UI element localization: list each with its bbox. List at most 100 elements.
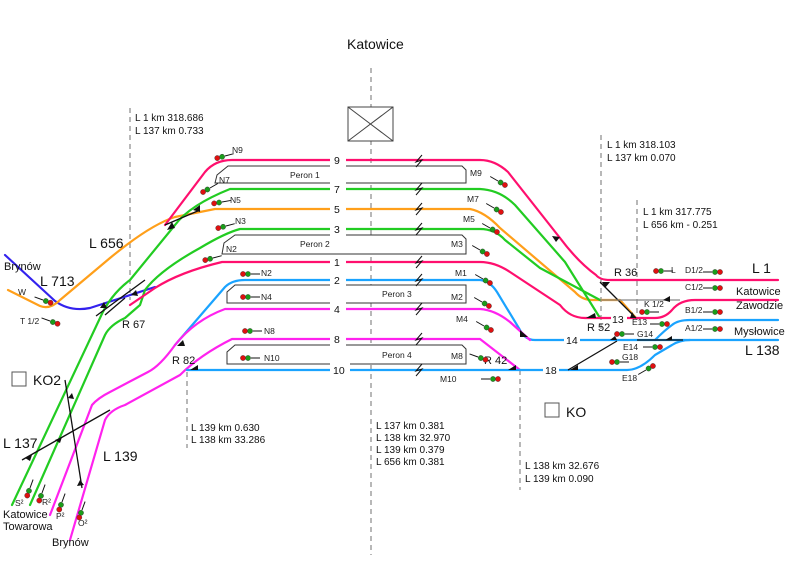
station-title: Katowice [347,36,404,52]
signal-label: N9 [232,145,243,155]
track-1 [128,260,780,320]
place-katowice-zawodzie: Katowice [736,286,781,298]
signal-label: N2 [261,268,272,278]
signal-label: N4 [261,292,272,302]
km-text: L 139 km 0.090 [525,474,594,485]
track-number-9: 9 [334,155,340,167]
signal-label: M4 [456,314,468,324]
platform-1-label: Peron 1 [290,170,320,180]
signal-label: P² [56,511,65,521]
km-text: L 656 km 0.381 [376,457,445,468]
ko2-box-icon [11,371,27,387]
signal-label: K 1/2 [644,299,664,309]
track-number-2: 2 [334,275,340,287]
signal-icon [472,294,493,311]
line-labels: L 656 L 713 L 1 L 138 L 137 L 139 Brynów… [3,235,785,549]
platform-3-label: Peron 3 [382,289,412,299]
line-label-l713: L 713 [40,273,75,289]
signal-icon [239,270,261,278]
km-text: L 1 km 317.775 [643,207,712,218]
platform-4 [226,344,467,365]
signal-label: M3 [451,239,463,249]
signal-label: M1 [455,268,467,278]
signal-label: N10 [264,353,280,363]
platform-4-label: Peron 4 [382,350,412,360]
track-number-13: 13 [612,314,624,326]
signal-icon [488,173,509,190]
track-4 [48,307,532,517]
switch-post-r52: R 52 [587,322,610,334]
track-number-14: 14 [566,335,578,347]
signal-icon [649,320,671,328]
km-text: L 1 km 318.686 [135,113,204,124]
switch-post-r36: R 36 [614,267,637,279]
signal-icon [702,325,724,333]
signal-icon [480,375,502,383]
signal-label: N3 [235,216,246,226]
crossovers [21,209,683,489]
track-5 [6,207,638,320]
km-text: L 139 km 0.379 [376,445,445,456]
signal-label: O² [78,518,88,528]
signal-icon [702,268,724,276]
platform-2-label: Peron 2 [300,239,330,249]
signal-label: M9 [470,168,482,178]
km-text: L 137 km 0.733 [135,126,204,137]
signal-label: L [671,265,676,275]
signal-label: N7 [219,175,230,185]
signal-label: T 1/2 [20,316,39,326]
platform-2 [221,234,467,255]
signal-label: E13 [632,317,647,327]
track-8 [68,337,522,542]
km-text: L 656 km - 0.251 [643,220,718,231]
catenary-section-icons [414,154,424,377]
signal-label: E18 [622,373,637,383]
switch-post-r67: R 67 [122,319,145,331]
box-label-ko: KO [566,404,586,420]
signal-icon [40,314,62,328]
km-text: L 138 km 33.286 [191,435,266,446]
track-7 [10,187,602,507]
signal-label: G14 [637,329,653,339]
signal-icon [702,284,724,292]
place-myslowice: Mysłowice [734,326,785,338]
place-katowice-towarowa: Towarowa [3,521,53,533]
km-text: L 137 km 0.381 [376,421,445,432]
track-number-7: 7 [334,184,340,196]
signal-icon [638,308,660,316]
signal-label: M2 [451,292,463,302]
signal-icon [210,197,232,207]
track-number-3: 3 [334,224,340,236]
signals: N9 N7 N5 N3 N2 N2 N4 N8 N10 M9 M7 M5 M3 … [15,145,724,528]
km-text: L 137 km 0.070 [607,153,676,164]
signal-icon [241,327,263,335]
switch-post-r82: R 82 [172,355,195,367]
track-l713 [3,253,157,311]
line-label-l656: L 656 [89,235,124,251]
signal-label: M5 [463,214,475,224]
track-10-18 [185,338,692,372]
signal-icon [474,318,495,335]
signal-label: N8 [264,326,275,336]
track-myslowice [653,318,780,342]
signal-icon [702,308,724,316]
platform-1 [214,165,467,184]
signal-label: S² [15,498,24,508]
track-numbers: 9 7 5 3 1 2 4 8 10 13 14 18 [330,153,627,377]
signal-label: G18 [622,352,638,362]
signal-label: N2 [226,244,237,254]
signal-label: M7 [467,194,479,204]
km-text: L 139 km 0.630 [191,423,260,434]
station-building-icon [347,106,394,142]
track-number-1: 1 [334,257,340,269]
signal-label: D1/2 [685,265,703,275]
line-label-l138: L 138 [745,342,780,358]
platform-3 [226,284,467,304]
signal-icon [484,200,505,217]
signal-icon [642,343,664,351]
line-label-l1: L 1 [752,260,771,276]
signal-label: M10 [440,374,457,384]
place-katowice-zawodzie: Zawodzie [736,300,783,312]
line-label-l139: L 139 [103,448,138,464]
